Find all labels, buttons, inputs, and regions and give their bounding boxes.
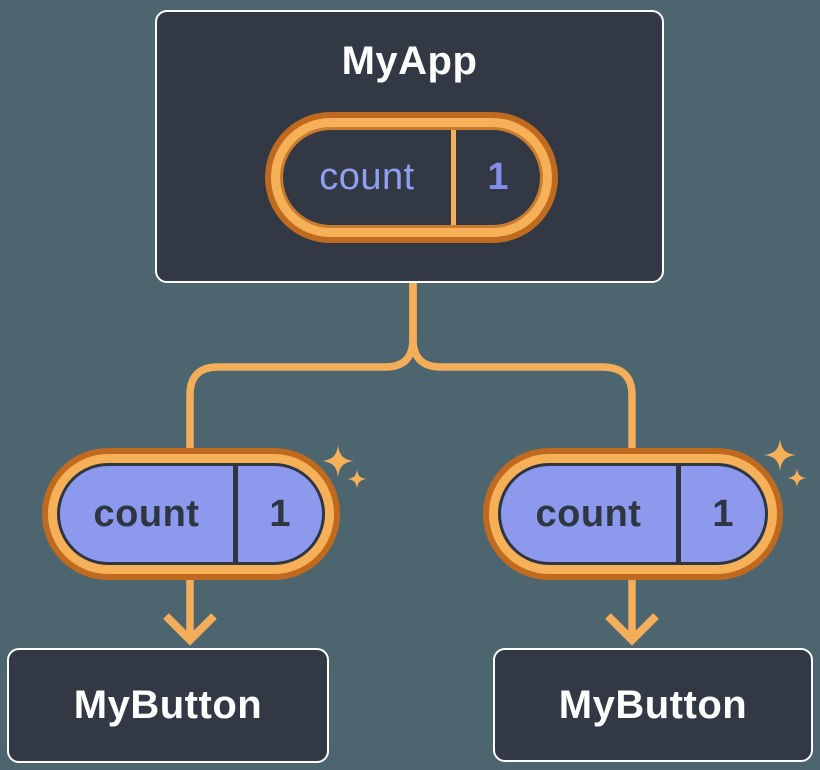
pill-divider — [233, 466, 238, 562]
prop-pill-left: count 1 — [42, 448, 340, 580]
state-pill-myapp: count 1 — [265, 112, 558, 243]
state-pill-ring: count 1 — [271, 118, 552, 237]
prop-value: 1 — [269, 492, 291, 535]
arrow-down-icon — [163, 613, 217, 646]
component-title: MyButton — [558, 682, 748, 727]
state-name: count — [319, 156, 415, 198]
prop-name: count — [535, 492, 642, 535]
prop-pill-ring: count 1 — [489, 454, 777, 574]
node-mybutton-right: MyButton — [493, 648, 813, 762]
component-title: MyButton — [73, 683, 263, 727]
arrow-down-icon — [605, 613, 659, 646]
pill-divider — [451, 130, 456, 225]
pill-divider — [676, 466, 681, 562]
state-value: 1 — [487, 156, 509, 198]
node-mybutton-left: MyButton — [7, 648, 329, 763]
prop-pill-ring: count 1 — [48, 454, 334, 574]
prop-pill-right: count 1 — [483, 448, 783, 580]
component-title: MyApp — [341, 39, 478, 83]
prop-name: count — [93, 492, 200, 535]
prop-value: 1 — [712, 492, 734, 535]
connector-right-branch — [409, 282, 636, 641]
